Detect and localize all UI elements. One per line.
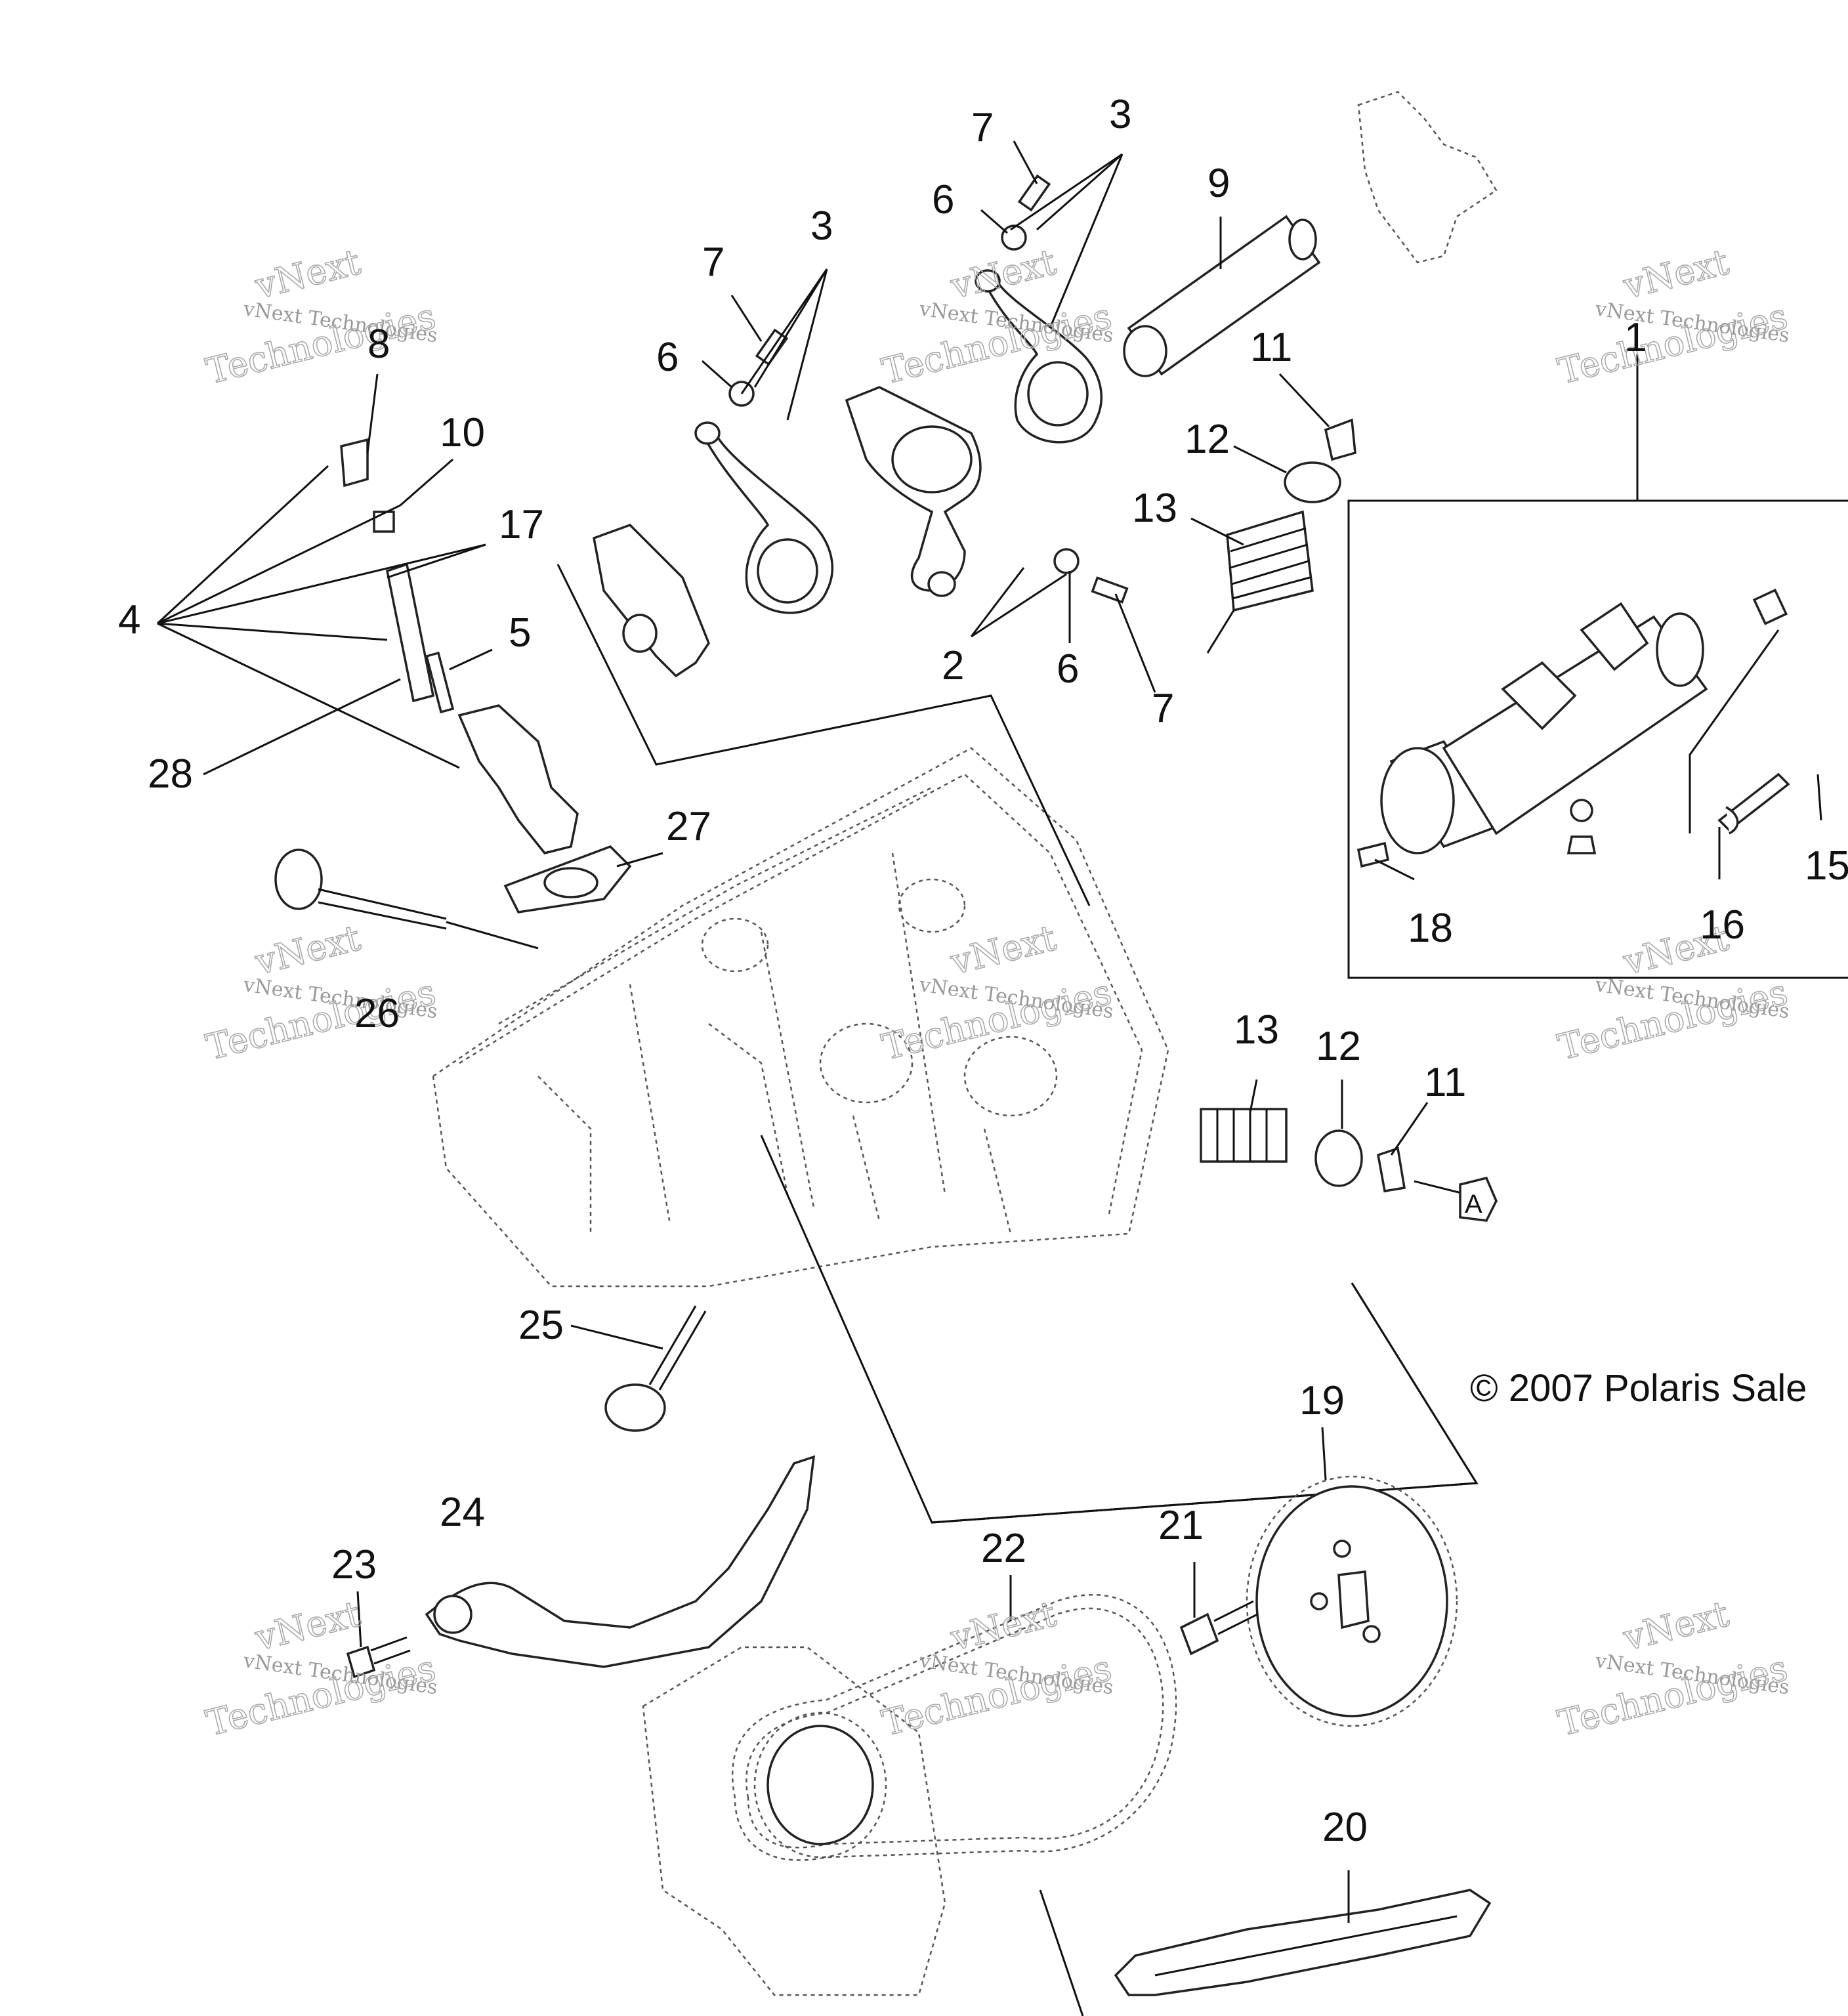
chain-tensioner-blade (1114, 1889, 1492, 1996)
callout-1: 1 (1624, 315, 1647, 360)
callout-20: 20 (1322, 1805, 1368, 1850)
callout-9: 9 (1208, 161, 1230, 206)
svg-text:vNext: vNext (1619, 1593, 1733, 1659)
callout-25: 25 (518, 1303, 564, 1348)
svg-text:vNext: vNext (251, 241, 365, 307)
exhaust-valve (274, 849, 539, 950)
svg-text:vNext: vNext (1619, 241, 1733, 307)
svg-text:vNext: vNext (946, 1593, 1060, 1659)
cylinder-head (432, 747, 1169, 1288)
callout-11b: 11 (1424, 1060, 1466, 1105)
callout-7c: 7 (1152, 686, 1174, 731)
callout-19: 19 (1299, 1378, 1345, 1423)
callout-10: 10 (440, 410, 485, 455)
callout-27: 27 (666, 804, 711, 849)
rocker-arm-upper (975, 269, 1102, 444)
sprocket-bolt (1179, 1600, 1258, 1656)
tensioner-gasket (503, 845, 632, 914)
callout-2: 2 (942, 643, 964, 688)
callout-7b: 7 (971, 105, 994, 150)
svg-text:vNext: vNext (251, 917, 365, 983)
watermark-mid-right: vNext vNext Technologies Technologies (1553, 916, 1792, 1068)
callout-6c: 6 (1057, 646, 1079, 692)
callout-24: 24 (440, 1490, 485, 1535)
callout-6b: 6 (932, 177, 954, 222)
callout-28: 28 (148, 751, 193, 797)
callout-22: 22 (981, 1526, 1026, 1571)
rocker-shaft (1123, 215, 1321, 377)
callout-23: 23 (331, 1542, 377, 1587)
callout-13b: 13 (1234, 1007, 1279, 1053)
callout-3a: 3 (810, 203, 833, 249)
rocker-shaft-support (593, 91, 1498, 678)
tensioner-assembly (340, 438, 579, 854)
callout-26: 26 (354, 991, 400, 1036)
watermark-bottom-center: vNext vNext Technologies Technologies (877, 1592, 1116, 1744)
callout-6a: 6 (656, 335, 679, 380)
valve-spring-upper (1226, 418, 1356, 612)
callout-11a: 11 (1250, 325, 1292, 370)
watermark-top-right: vNext vNext Technologies Technologies (1553, 240, 1792, 392)
callout-18: 18 (1408, 906, 1453, 951)
callout-12a: 12 (1185, 417, 1230, 462)
intake-valve (604, 1305, 707, 1432)
svg-text:vNext: vNext (946, 917, 1060, 983)
callout-13a: 13 (1132, 486, 1177, 531)
callout-5: 5 (509, 610, 531, 656)
watermark-mid-center: vNext vNext Technologies Technologies (877, 916, 1116, 1068)
copyright-notice: © 2007 Polaris Sale (1470, 1367, 1807, 1410)
camshaft (1356, 588, 1790, 868)
callout-17: 17 (499, 502, 544, 547)
cam-sprocket (1246, 1475, 1458, 1727)
crank-sprocket (753, 1712, 887, 1858)
svg-text:vNext: vNext (251, 1593, 365, 1659)
callout-numbers: 1 2 3 3 4 5 6 6 6 7 7 7 8 9 10 11 11 12 … (118, 92, 1848, 1850)
callout-7a: 7 (702, 240, 724, 285)
callout-4: 4 (118, 597, 140, 642)
callout-12b: 12 (1316, 1024, 1361, 1069)
callout-8: 8 (368, 322, 390, 367)
chain-guide (425, 1455, 816, 1668)
rocker-arm-center (845, 386, 982, 597)
leader-lines (556, 354, 1848, 2016)
callout-15: 15 (1805, 843, 1848, 889)
watermark-bottom-left: vNext vNext Technologies Technologies (201, 1592, 440, 1744)
watermark-top-left: vNext vNext Technologies Technologies (201, 240, 440, 392)
chain-guide-bolt (346, 1636, 411, 1679)
crankcase-outline (642, 1646, 946, 1996)
callout-21: 21 (1158, 1503, 1204, 1548)
watermark-bottom-right: vNext vNext Technologies Technologies (1553, 1592, 1792, 1744)
valve-spring-lower (1200, 1108, 1498, 1215)
callout-16: 16 (1700, 902, 1745, 948)
callout-leaders (156, 140, 1822, 1923)
svg-text:A: A (1465, 1190, 1482, 1219)
reference-marker-a: A (1459, 1176, 1498, 1222)
callout-3b: 3 (1109, 92, 1131, 137)
watermark-mid-left: vNext vNext Technologies Technologies (201, 916, 440, 1068)
rocker-arm-left (694, 421, 833, 614)
